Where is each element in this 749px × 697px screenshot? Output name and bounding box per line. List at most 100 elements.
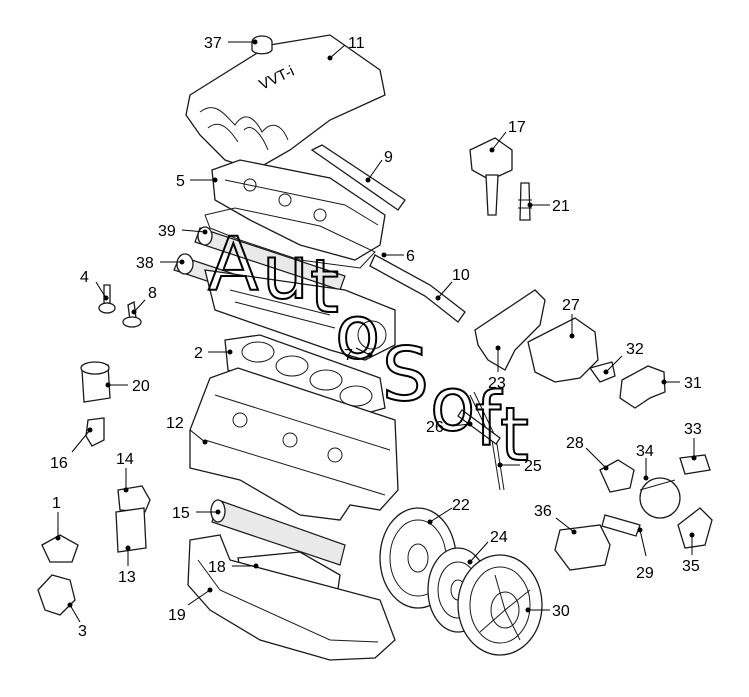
label-16: 16: [50, 455, 68, 472]
engine-block: [189, 367, 399, 521]
oil-filter: [80, 361, 111, 403]
label-3: 3: [78, 623, 87, 640]
label-38: 38: [136, 255, 154, 272]
callout-12: 12: [166, 415, 208, 445]
callout-3: 3: [67, 602, 87, 640]
callout-1: 1: [52, 495, 61, 541]
callout-33: 33: [684, 421, 702, 461]
callout-15: 15: [172, 505, 221, 522]
label-6: 6: [406, 248, 415, 265]
label-31: 31: [684, 375, 702, 392]
label-13: 13: [118, 569, 136, 586]
callout-34: 34: [636, 443, 654, 481]
label-14: 14: [116, 451, 134, 468]
label-22: 22: [452, 497, 470, 514]
label-32: 32: [626, 341, 644, 358]
bracket-35: [677, 507, 713, 549]
callout-14: 14: [116, 451, 134, 493]
label-4: 4: [80, 269, 89, 286]
callout-2: 2: [194, 345, 233, 362]
callout-27: 27: [562, 297, 580, 339]
watermark-letter-u: u: [262, 230, 309, 316]
label-12: 12: [166, 415, 184, 432]
callout-4: 4: [80, 269, 109, 301]
callout-37: 37: [204, 35, 258, 52]
label-29: 29: [636, 565, 654, 582]
callout-6: 6: [381, 248, 415, 265]
label-34: 34: [636, 443, 654, 460]
callout-9: 9: [365, 149, 393, 183]
small-pipe: [457, 409, 501, 445]
spark-plug: [518, 182, 532, 221]
clutch-pressure-plate: [457, 554, 543, 656]
head-gasket: [224, 334, 386, 419]
callout-38: 38: [136, 255, 185, 272]
label-27: 27: [562, 297, 580, 314]
pulley: [599, 459, 635, 493]
callout-32: 32: [603, 341, 644, 375]
callout-26: 26: [426, 419, 473, 436]
label-20: 20: [132, 378, 150, 395]
bolt-8: [122, 301, 142, 328]
callout-24: 24: [467, 529, 508, 565]
watermark-letter-s: S: [382, 332, 429, 418]
label-36: 36: [534, 503, 552, 520]
label-7: 7: [344, 347, 353, 364]
dipstick-tube: [369, 254, 466, 323]
callout-31: 31: [661, 375, 702, 392]
callout-28: 28: [566, 435, 609, 471]
engine-cover: VVT-i: [185, 34, 386, 171]
label-39: 39: [158, 223, 176, 240]
cylinder-head: [204, 269, 396, 361]
label-2: 2: [194, 345, 203, 362]
label-9: 9: [384, 149, 393, 166]
valve-cover: [211, 159, 386, 261]
callout-20: 20: [105, 378, 150, 395]
starter-motor: [554, 524, 611, 571]
label-17: 17: [508, 119, 526, 136]
callout-21: 21: [527, 198, 570, 215]
watermark-letter-a: A: [208, 222, 259, 308]
watermark-letter-o: o: [335, 290, 380, 376]
watermark: A u t o S o f t: [207, 221, 530, 479]
callout-29: 29: [636, 527, 654, 582]
label-19: 19: [168, 607, 186, 624]
label-11: 11: [348, 35, 365, 52]
temperature-sensor: [588, 361, 616, 383]
label-30: 30: [552, 603, 570, 620]
label-24: 24: [490, 529, 508, 546]
callout-13: 13: [118, 545, 136, 586]
label-23: 23: [488, 375, 506, 392]
watermark-letter-o2: o: [430, 362, 475, 448]
cover-strip: [310, 144, 406, 211]
sensor-33: [679, 454, 711, 475]
ignition-coil: [469, 137, 513, 216]
watermark-letter-t: t: [310, 244, 339, 330]
watermark-letter-f: f: [475, 377, 503, 463]
coolant-elbow: [619, 365, 666, 409]
callout-8: 8: [131, 285, 157, 315]
label-21: 21: [552, 198, 570, 215]
thermostat-housing: [527, 317, 599, 383]
fuel-filter: [115, 485, 151, 553]
label-1: 1: [52, 495, 61, 512]
callout-7: 7: [344, 347, 373, 364]
solenoid: [601, 514, 641, 537]
engine-mount-3: [37, 574, 76, 616]
callout-10: 10: [435, 267, 470, 301]
label-25: 25: [524, 458, 542, 475]
callout-30: 30: [525, 603, 570, 620]
crankshaft: [210, 499, 346, 566]
label-5: 5: [176, 173, 185, 190]
callout-36: 36: [534, 503, 577, 535]
callout-18: 18: [208, 559, 259, 576]
callout-19: 19: [168, 587, 213, 624]
callout-5: 5: [176, 173, 218, 190]
label-18: 18: [208, 559, 226, 576]
callout-22: 22: [427, 497, 470, 525]
filter-bracket: [85, 417, 105, 447]
alternator-body: [639, 477, 681, 519]
callout-11: 11: [327, 35, 365, 61]
label-8: 8: [148, 285, 157, 302]
